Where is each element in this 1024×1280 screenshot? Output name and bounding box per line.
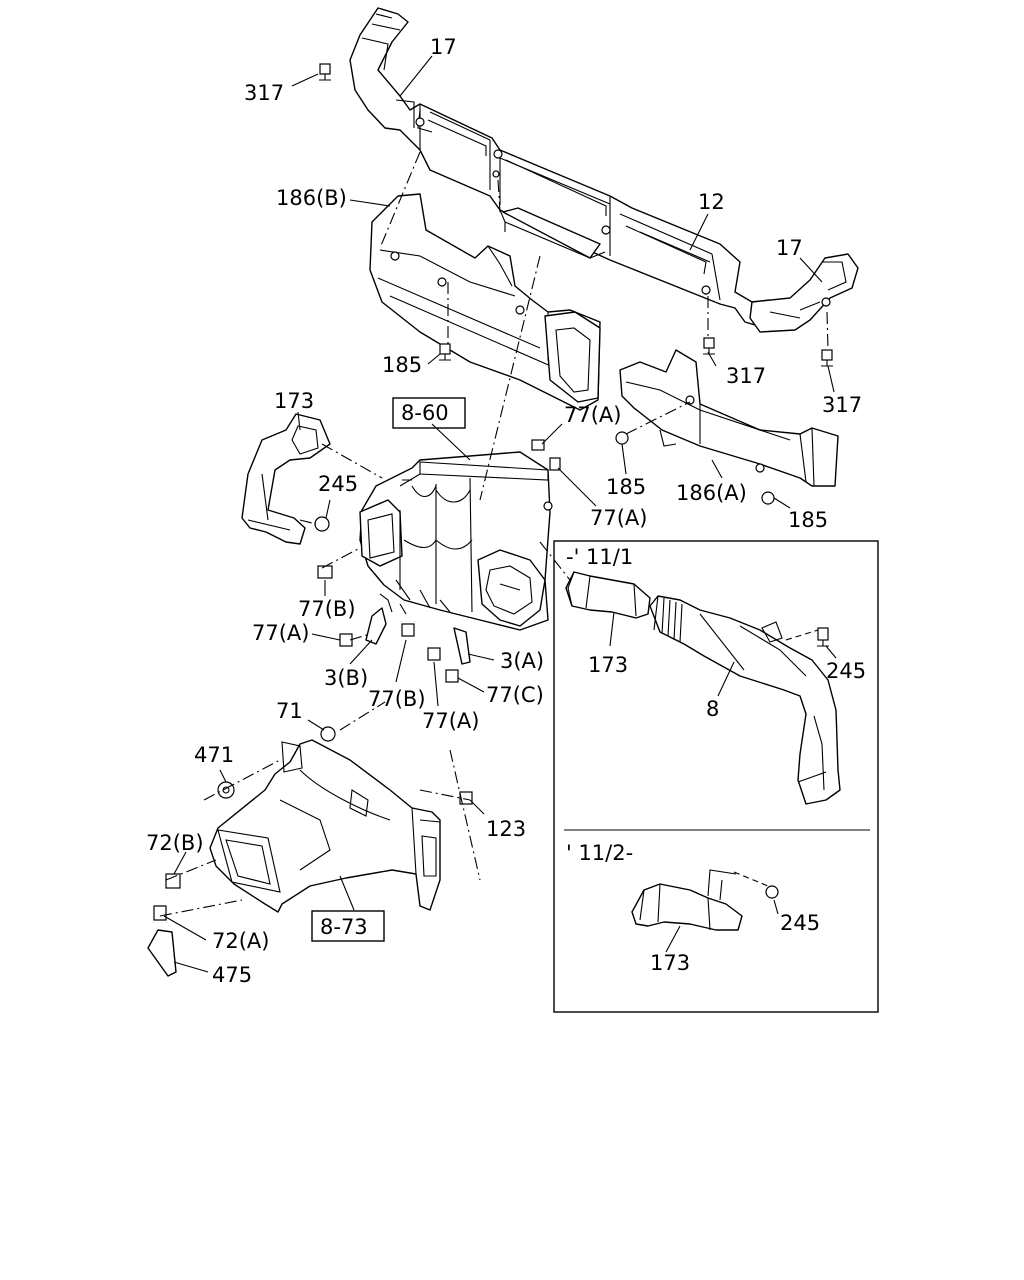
label-77a-top: 77(A) bbox=[564, 403, 621, 427]
label-317-top: 317 bbox=[244, 81, 284, 105]
part-labels: 317 17 186(B) 12 17 185 317 317 173 8-60… bbox=[146, 35, 862, 987]
ref-box-8-60 bbox=[392, 397, 466, 429]
duct-186a bbox=[619, 349, 839, 487]
label-77b-top: 77(B) bbox=[298, 597, 356, 621]
label-317-mid: 317 bbox=[726, 364, 766, 388]
fasteners bbox=[147, 63, 833, 977]
inset-upper-note: -' 11/1 bbox=[566, 545, 633, 569]
inset-label-245: 245 bbox=[826, 659, 866, 683]
label-186b: 186(B) bbox=[276, 186, 347, 210]
label-72a: 72(A) bbox=[212, 929, 269, 953]
label-77c: 77(C) bbox=[486, 683, 544, 707]
label-185-mid: 185 bbox=[606, 475, 646, 499]
inset-frame bbox=[553, 540, 879, 1013]
label-77a-left: 77(A) bbox=[252, 621, 309, 645]
label-17-top: 17 bbox=[430, 35, 457, 59]
label-185-right: 185 bbox=[788, 508, 828, 532]
label-17-right: 17 bbox=[776, 236, 803, 260]
label-245-left: 245 bbox=[318, 472, 358, 496]
label-77a-mid: 77(A) bbox=[590, 506, 647, 530]
inset-label-173: 173 bbox=[588, 653, 628, 677]
assembly-lines bbox=[159, 151, 829, 917]
label-8-60: 8-60 bbox=[401, 401, 449, 425]
label-77b-low: 77(B) bbox=[368, 687, 426, 711]
inset-duct-173 bbox=[565, 571, 651, 619]
inset-duct-8 bbox=[649, 595, 841, 805]
inset-box: -' 11/1 173 245 8 ' 11/2- bbox=[553, 540, 879, 1013]
label-77a-low: 77(A) bbox=[422, 709, 479, 733]
inset-label-8: 8 bbox=[706, 697, 719, 721]
heater-unit bbox=[359, 451, 553, 631]
inset-label-173-b: 173 bbox=[650, 951, 690, 975]
label-185-left: 185 bbox=[382, 353, 422, 377]
label-12: 12 bbox=[698, 190, 725, 214]
label-471: 471 bbox=[194, 743, 234, 767]
label-475: 475 bbox=[212, 963, 252, 987]
inset-duct-173-b bbox=[631, 869, 743, 931]
duct-173-left bbox=[241, 413, 331, 545]
leader-lines bbox=[163, 55, 835, 973]
label-186a: 186(A) bbox=[676, 481, 747, 505]
label-72b: 72(B) bbox=[146, 831, 204, 855]
duct-8-73 bbox=[209, 739, 441, 913]
label-123: 123 bbox=[486, 817, 526, 841]
label-3a: 3(A) bbox=[500, 649, 544, 673]
inset-lower-note: ' 11/2- bbox=[566, 841, 633, 865]
label-3b: 3(B) bbox=[324, 666, 368, 690]
duct-12-assembly bbox=[349, 7, 781, 329]
ref-box-8-73 bbox=[311, 910, 385, 942]
inset-label-245-b: 245 bbox=[780, 911, 820, 935]
label-173-top: 173 bbox=[274, 389, 314, 413]
duct-17-right bbox=[749, 253, 859, 333]
label-8-73: 8-73 bbox=[320, 915, 368, 939]
label-71: 71 bbox=[276, 699, 303, 723]
label-317-right: 317 bbox=[822, 393, 862, 417]
duct-186b bbox=[369, 193, 601, 411]
